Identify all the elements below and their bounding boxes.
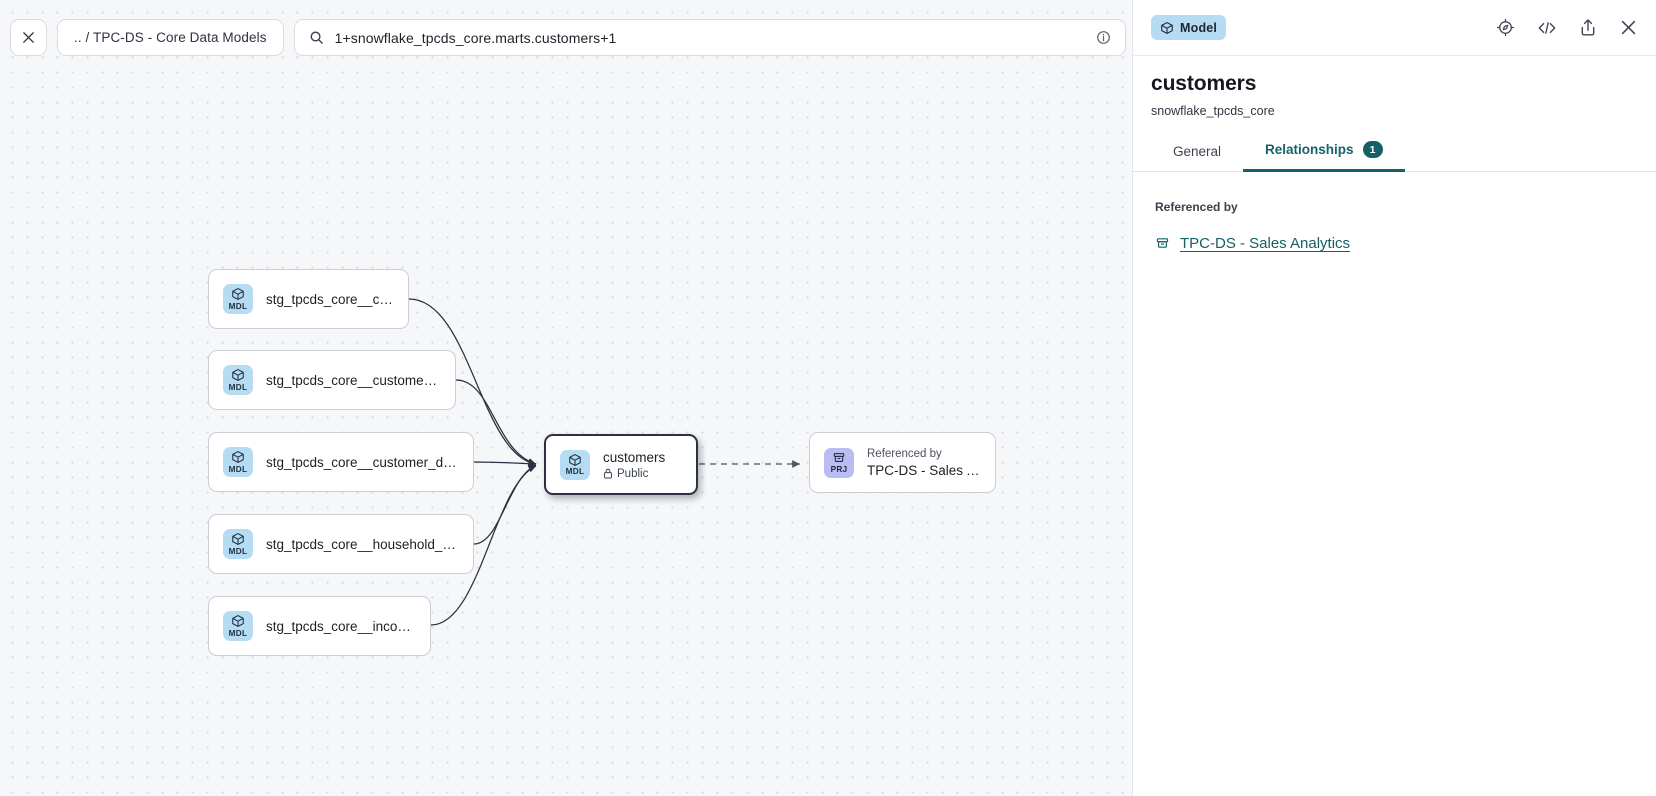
lineage-node[interactable]: MDL stg_tpcds_core__customer_demogra… [208, 432, 474, 492]
resource-type-label: Model [1180, 21, 1217, 35]
breadcrumb-label: .. / TPC-DS - Core Data Models [74, 30, 267, 45]
node-text: customers Public [603, 450, 665, 480]
lineage-node-selected[interactable]: MDL customers Public [544, 434, 698, 495]
node-title: stg_tpcds_core__income_band [266, 619, 416, 634]
panel-toolbar: Model [1133, 0, 1656, 56]
node-text: stg_tpcds_core__customer_address [266, 373, 441, 388]
model-badge-label: MDL [229, 303, 248, 311]
breadcrumb[interactable]: .. / TPC-DS - Core Data Models [57, 19, 284, 56]
resource-type-badge: Model [1151, 15, 1226, 40]
panel-actions [1496, 18, 1638, 37]
canvas-toolbar: .. / TPC-DS - Core Data Models 1+snowfla… [10, 19, 1132, 56]
close-panel-icon[interactable] [1619, 18, 1638, 37]
lineage-node[interactable]: MDL stg_tpcds_core__income_band [208, 596, 431, 656]
compass-icon[interactable] [1496, 18, 1515, 37]
model-badge-label: MDL [229, 384, 248, 392]
node-access-label: Public [617, 468, 648, 480]
node-text: stg_tpcds_core__household_demogr… [266, 537, 459, 552]
model-badge: MDL [223, 447, 253, 477]
model-badge: MDL [560, 450, 590, 480]
lineage-canvas[interactable]: .. / TPC-DS - Core Data Models 1+snowfla… [0, 0, 1132, 796]
panel-tabs: General Relationships 1 [1133, 140, 1656, 172]
node-title: stg_tpcds_core__customer [266, 292, 394, 307]
close-icon [21, 30, 36, 45]
node-text: stg_tpcds_core__income_band [266, 619, 416, 634]
lineage-edges [0, 0, 1132, 796]
project-icon [1155, 236, 1170, 251]
node-kicker: Referenced by [867, 448, 981, 460]
node-title: TPC-DS - Sales Analytics [867, 463, 981, 478]
node-title: customers [603, 450, 665, 465]
model-badge-label: MDL [229, 630, 248, 638]
model-badge-label: MDL [229, 548, 248, 556]
node-text: stg_tpcds_core__customer [266, 292, 394, 307]
node-text: stg_tpcds_core__customer_demogra… [266, 455, 459, 470]
model-badge-label: MDL [566, 468, 585, 476]
tab-relationships[interactable]: Relationships 1 [1243, 141, 1405, 172]
project-badge-label: PRJ [831, 466, 848, 474]
lock-icon [603, 468, 613, 479]
tab-relationships-label: Relationships [1265, 142, 1354, 157]
close-lineage-button[interactable] [10, 19, 47, 56]
share-icon[interactable] [1579, 18, 1597, 37]
tab-general-label: General [1173, 144, 1221, 159]
node-title: stg_tpcds_core__household_demogr… [266, 537, 459, 552]
panel-header: customers snowflake_tpcds_core [1133, 56, 1656, 118]
model-badge-label: MDL [229, 466, 248, 474]
lineage-node[interactable]: MDL stg_tpcds_core__customer [208, 269, 409, 329]
model-badge: MDL [223, 529, 253, 559]
model-badge: MDL [223, 284, 253, 314]
lineage-node-project[interactable]: PRJ Referenced by TPC-DS - Sales Analyti… [809, 432, 996, 493]
node-access: Public [603, 468, 665, 480]
lineage-search-input[interactable]: 1+snowflake_tpcds_core.marts.customers+1 [294, 19, 1126, 56]
tab-relationships-count: 1 [1363, 141, 1383, 158]
page-subtitle: snowflake_tpcds_core [1151, 104, 1638, 118]
node-title: stg_tpcds_core__customer_address [266, 373, 441, 388]
node-text: Referenced by TPC-DS - Sales Analytics [867, 448, 981, 478]
list-item[interactable]: TPC-DS - Sales Analytics [1155, 235, 1638, 252]
project-badge: PRJ [824, 448, 854, 478]
model-badge: MDL [223, 611, 253, 641]
lineage-node[interactable]: MDL stg_tpcds_core__household_demogr… [208, 514, 474, 574]
search-icon [309, 30, 324, 45]
relationship-link[interactable]: TPC-DS - Sales Analytics [1180, 235, 1350, 252]
details-panel: Model [1132, 0, 1656, 796]
panel-content: Referenced by TPC-DS - Sales Analytics [1133, 172, 1656, 252]
search-value: 1+snowflake_tpcds_core.marts.customers+1 [335, 30, 1085, 46]
info-icon[interactable] [1096, 30, 1111, 45]
model-badge: MDL [223, 365, 253, 395]
cube-icon [1160, 21, 1174, 35]
section-label-referenced-by: Referenced by [1155, 200, 1638, 214]
lineage-node[interactable]: MDL stg_tpcds_core__customer_address [208, 350, 456, 410]
tab-general[interactable]: General [1151, 141, 1243, 172]
node-title: stg_tpcds_core__customer_demogra… [266, 455, 459, 470]
page-title: customers [1151, 72, 1638, 96]
code-icon[interactable] [1537, 19, 1557, 37]
